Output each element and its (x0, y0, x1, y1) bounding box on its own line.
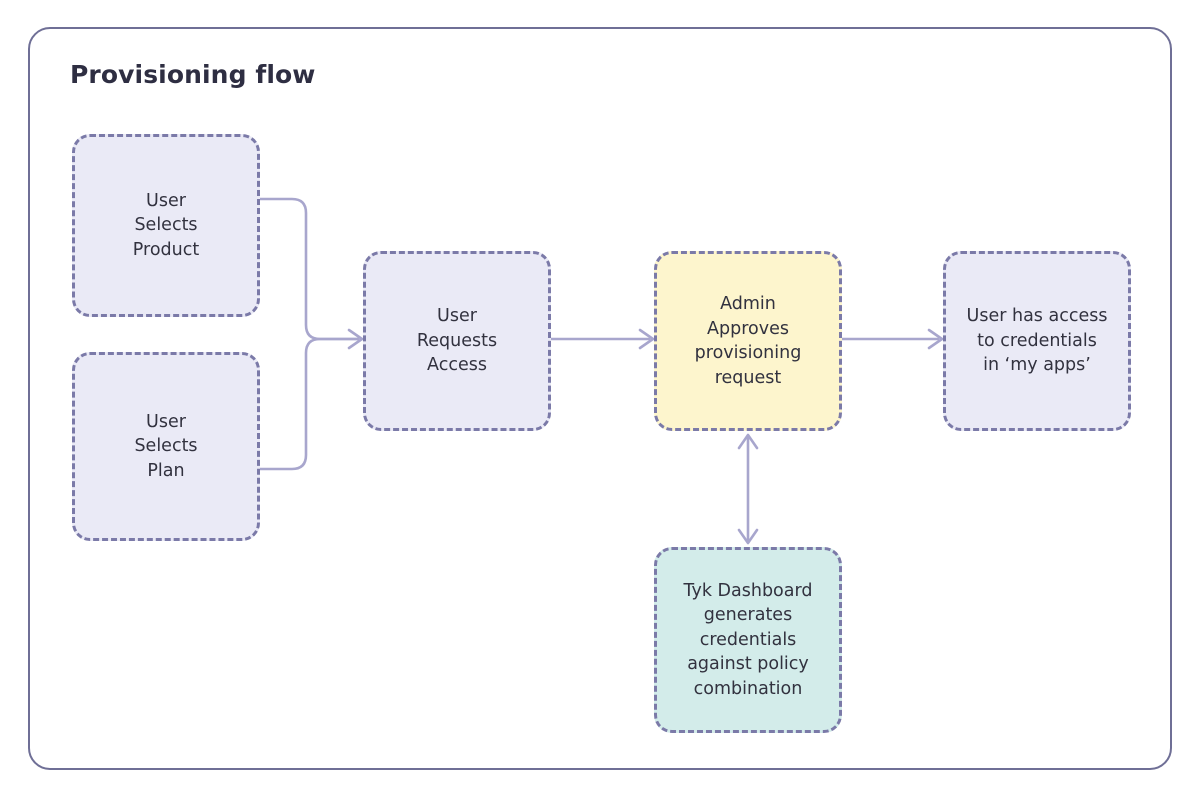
node-user-selects-plan[interactable]: User Selects Plan (72, 352, 260, 541)
node-label: User Selects Plan (134, 411, 198, 481)
node-label: Admin Approves provisioning request (694, 294, 802, 388)
node-user-selects-product[interactable]: User Selects Product (72, 134, 260, 317)
node-admin-approves[interactable]: Admin Approves provisioning request (654, 251, 842, 431)
node-label: Tyk Dashboard generates credentials agai… (683, 580, 813, 699)
node-user-requests-access[interactable]: User Requests Access (363, 251, 551, 431)
node-label: User Selects Product (132, 190, 200, 260)
node-label: User Requests Access (416, 306, 498, 376)
node-label: User has access to credentials in ‘my ap… (966, 306, 1108, 376)
node-tyk-dashboard[interactable]: Tyk Dashboard generates credentials agai… (654, 547, 842, 733)
node-user-has-access[interactable]: User has access to credentials in ‘my ap… (943, 251, 1131, 431)
page-title: Provisioning flow (70, 60, 316, 89)
